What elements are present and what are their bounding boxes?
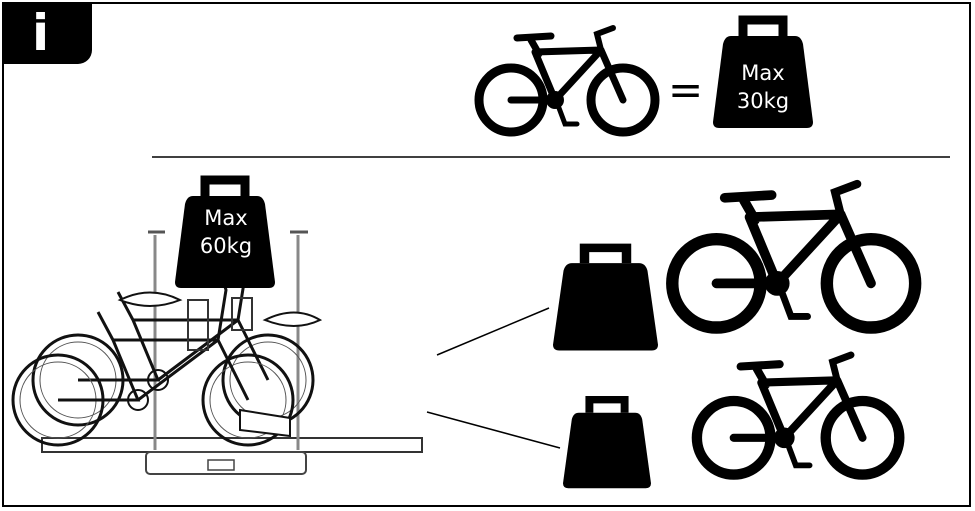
bicycle-icon	[672, 184, 915, 328]
equals-sign: =	[668, 65, 703, 114]
weight-icon	[553, 248, 658, 351]
weight-label-line1: Max	[741, 61, 784, 85]
bike-carrier-illustration	[11, 230, 423, 475]
pointer-line	[436, 307, 550, 356]
weight-icon	[563, 400, 651, 489]
info-icon: i	[32, 4, 50, 62]
weight-label-line1: Max	[204, 206, 247, 230]
bicycle-icon	[697, 355, 899, 475]
pointer-line	[426, 411, 561, 449]
weight-label-line2: 30kg	[737, 89, 789, 113]
bicycle-icon	[479, 28, 655, 132]
weight-label-line2: 60kg	[200, 234, 252, 258]
info-badge: i	[2, 2, 92, 64]
